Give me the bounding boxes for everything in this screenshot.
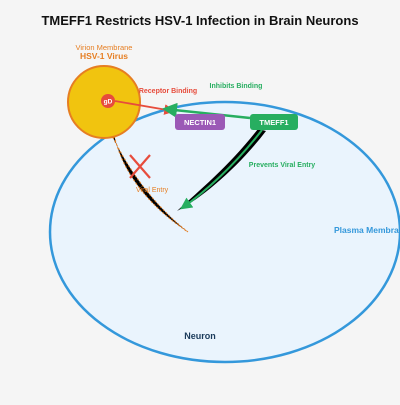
virus-name-label: HSV-1 Virus <box>80 51 128 61</box>
tmeff1-box <box>250 114 298 130</box>
inhibits-binding-arrow <box>162 102 251 120</box>
nectin1-label: NECTIN1 <box>184 118 216 127</box>
neuron-label: Neuron <box>184 331 216 341</box>
receptor-binding-label: Receptor Binding <box>139 88 197 95</box>
neuron-cell <box>48 100 400 364</box>
inhibits-binding-label: Inhibits Binding <box>210 83 263 90</box>
prevents-entry-path <box>177 129 266 211</box>
gd-glycoprotein <box>101 94 115 108</box>
tmeff1-label: TMEFF1 <box>259 118 288 127</box>
entry-blocked-icon <box>129 154 151 179</box>
diagram-title: TMEFF1 Restricts HSV-1 Infection in Brai… <box>41 13 358 28</box>
prevents-entry-label: Prevents Viral Entry <box>249 162 316 169</box>
nectin1-box <box>175 114 225 130</box>
gd-label: gD <box>104 99 113 106</box>
plasma-membrane-label: Plasma Membrane <box>334 225 400 235</box>
prevents-entry-arrow <box>180 129 263 210</box>
viral-entry-label: Viral Entry <box>136 187 169 194</box>
virion-membrane-label: Virion Membrane <box>76 43 133 52</box>
